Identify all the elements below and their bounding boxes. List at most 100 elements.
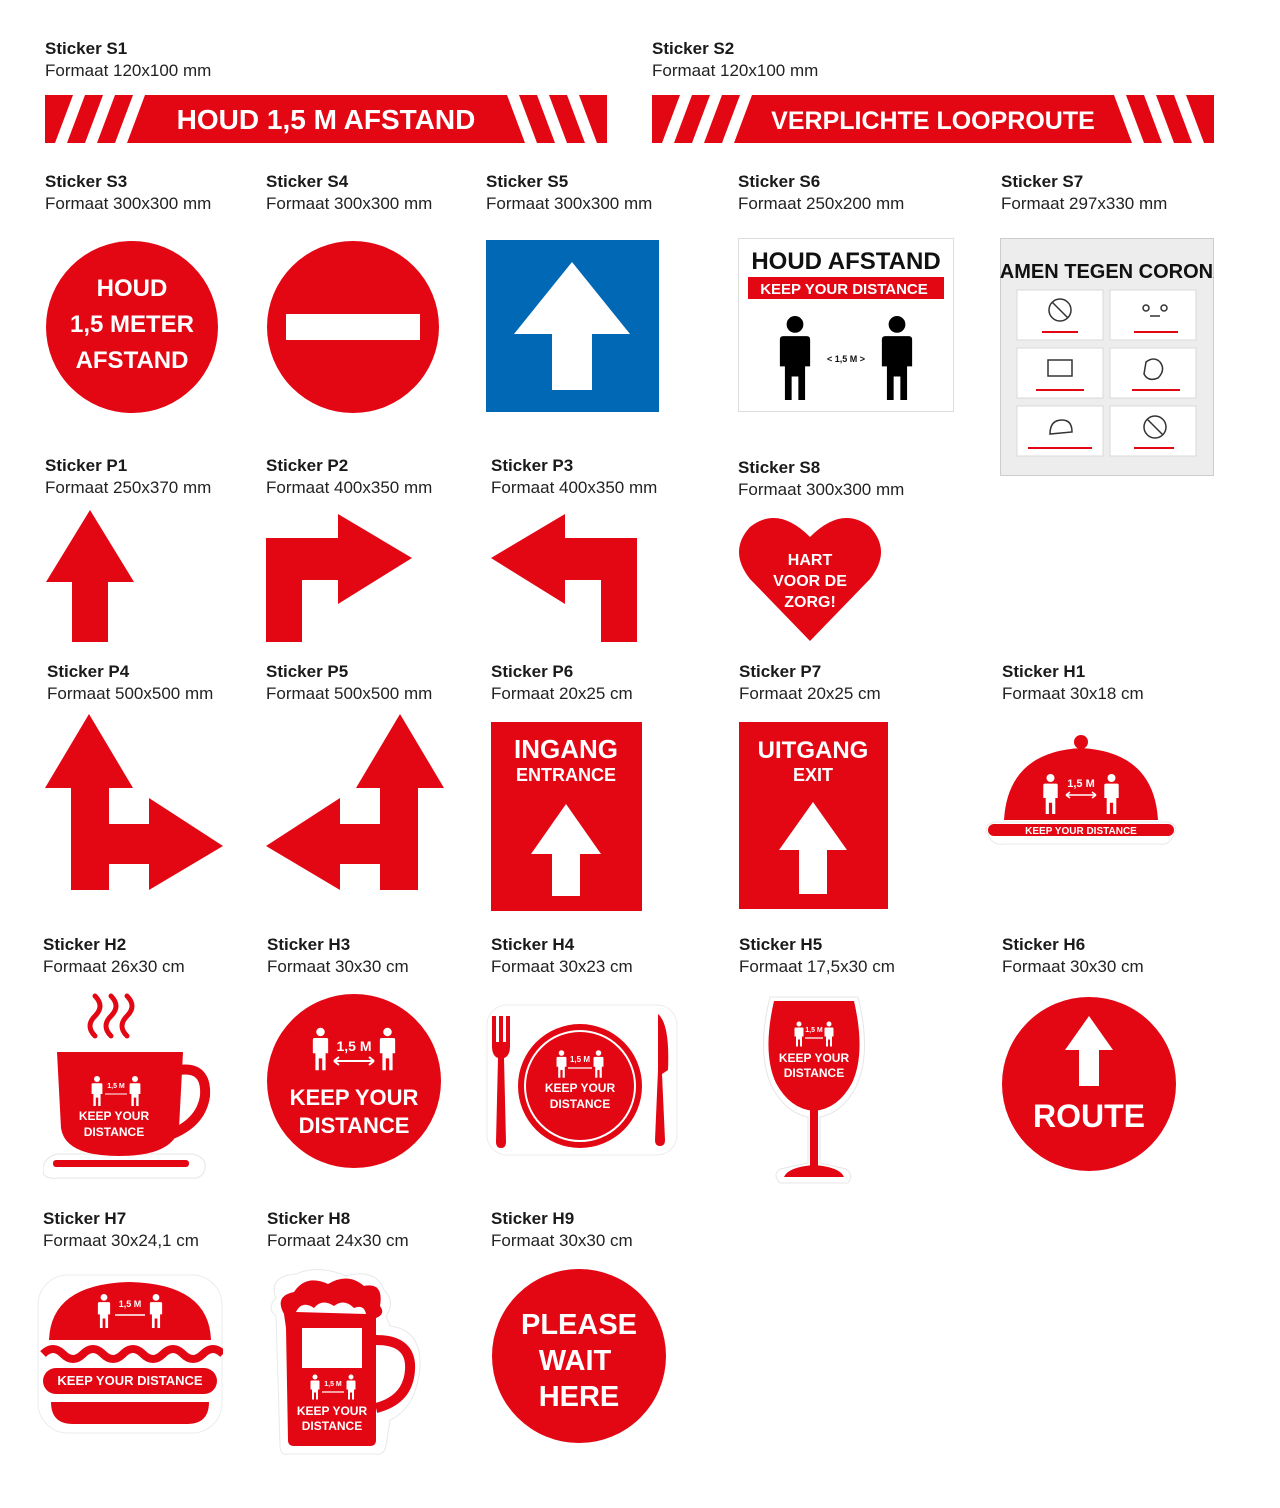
- sticker-name: Sticker P3: [491, 456, 574, 475]
- sticker-format: Formaat 297x330 mm: [1001, 194, 1168, 213]
- sticker-format: Formaat 17,5x30 cm: [739, 957, 895, 976]
- svg-text:HOUD: HOUD: [97, 275, 168, 302]
- sticker-format: Formaat 24x30 cm: [267, 1231, 409, 1250]
- sticker-format: Formaat 120x100 mm: [45, 61, 212, 80]
- svg-text:DISTANCE: DISTANCE: [550, 1097, 610, 1111]
- sticker-name: Sticker H5: [739, 935, 823, 954]
- sticker-format: Formaat 30x18 cm: [1002, 684, 1144, 703]
- svg-text:DISTANCE: DISTANCE: [299, 1113, 410, 1138]
- cloche-icon: 1,5 M KEEP YOUR DISTANCE: [985, 735, 1177, 845]
- sticker-h3-circle: 1,5 M KEEP YOUR DISTANCE: [267, 994, 441, 1168]
- sticker-format: Formaat 26x30 cm: [43, 957, 185, 976]
- svg-text:KEEP YOUR: KEEP YOUR: [290, 1085, 419, 1110]
- sticker-format: Formaat 30x30 cm: [491, 1231, 633, 1250]
- sticker-name: Sticker P1: [45, 456, 128, 475]
- sticker-name: Sticker S6: [738, 172, 821, 191]
- svg-text:< 1,5 M >: < 1,5 M >: [827, 354, 865, 364]
- svg-text:KEEP YOUR: KEEP YOUR: [79, 1109, 150, 1123]
- sticker-name: Sticker S8: [738, 458, 821, 477]
- svg-text:PLEASE: PLEASE: [521, 1309, 637, 1341]
- sticker-s5: Sticker S5 Formaat 300x300 mm: [486, 171, 652, 215]
- svg-text:HOUD AFSTAND: HOUD AFSTAND: [751, 248, 940, 275]
- svg-text:INGANG: INGANG: [514, 734, 618, 764]
- svg-text:1,5 M: 1,5 M: [107, 1083, 125, 1090]
- sticker-h8: Sticker H8 Formaat 24x30 cm: [267, 1208, 409, 1252]
- sticker-format: Formaat 250x200 mm: [738, 194, 905, 213]
- sticker-format: Formaat 30x24,1 cm: [43, 1231, 199, 1250]
- svg-text:1,5 M: 1,5 M: [805, 1027, 823, 1034]
- svg-text:KEEP YOUR DISTANCE: KEEP YOUR DISTANCE: [760, 281, 928, 298]
- sticker-format: Formaat 300x300 mm: [486, 194, 653, 213]
- sticker-h1: Sticker H1 Formaat 30x18 cm: [1002, 661, 1144, 705]
- sticker-name: Sticker P2: [266, 456, 349, 475]
- sticker-s2-banner: VERPLICHTE LOOPROUTE: [652, 95, 1214, 143]
- sticker-h7: Sticker H7 Formaat 30x24,1 cm: [43, 1208, 199, 1252]
- sticker-format: Formaat 300x300 mm: [45, 194, 212, 213]
- arrow-turn-right-icon: [266, 514, 412, 642]
- svg-text:1,5 M: 1,5 M: [324, 1381, 342, 1388]
- svg-text:KEEP YOUR: KEEP YOUR: [545, 1081, 616, 1095]
- sticker-h3: Sticker H3 Formaat 30x30 cm: [267, 934, 409, 978]
- sticker-name: Sticker P4: [47, 662, 130, 681]
- sticker-name: Sticker S4: [266, 172, 349, 191]
- svg-text:KEEP YOUR: KEEP YOUR: [779, 1051, 850, 1065]
- sticker-s7: Sticker S7 Formaat 297x330 mm: [1001, 171, 1167, 215]
- banner-text: VERPLICHTE LOOPROUTE: [771, 107, 1095, 135]
- sticker-p6-sign: INGANG ENTRANCE: [491, 722, 642, 911]
- svg-text:1,5 M: 1,5 M: [336, 1038, 371, 1054]
- svg-text:AFSTAND: AFSTAND: [76, 347, 189, 374]
- sticker-h5: Sticker H5 Formaat 17,5x30 cm: [739, 934, 895, 978]
- sticker-s7-poster: SAMEN TEGEN CORONA: [1000, 238, 1214, 476]
- arrow-split-right-icon: [45, 714, 223, 890]
- heart-icon: HART VOOR DE ZORG!: [739, 518, 881, 641]
- banner-text: HOUD 1,5 M AFSTAND: [177, 104, 476, 135]
- svg-text:DISTANCE: DISTANCE: [302, 1419, 362, 1433]
- sticker-name: Sticker H6: [1002, 935, 1086, 954]
- sticker-p3: Sticker P3 Formaat 400x350 mm: [491, 455, 657, 499]
- svg-text:DISTANCE: DISTANCE: [84, 1125, 144, 1139]
- svg-text:1,5 METER: 1,5 METER: [70, 311, 194, 338]
- sticker-name: Sticker S2: [652, 39, 735, 58]
- svg-text:1,5 M: 1,5 M: [119, 1299, 142, 1309]
- wine-glass-icon: 1,5 M KEEP YOUR DISTANCE: [763, 996, 865, 1184]
- arrow-split-left-icon: [266, 714, 444, 890]
- sticker-h9-circle: PLEASE WAIT HERE: [492, 1269, 666, 1443]
- svg-text:ROUTE: ROUTE: [1033, 1098, 1145, 1134]
- sticker-name: Sticker S5: [486, 172, 569, 191]
- sticker-h6: Sticker H6 Formaat 30x30 cm: [1002, 934, 1144, 978]
- burger-icon: 1,5 M KEEP YOUR DISTANCE: [37, 1274, 223, 1434]
- sticker-p5: Sticker P5 Formaat 500x500 mm: [266, 661, 432, 705]
- sticker-name: Sticker P6: [491, 662, 574, 681]
- sticker-p1: Sticker P1 Formaat 250x370 mm: [45, 455, 211, 499]
- svg-text:1,5 M: 1,5 M: [570, 1055, 590, 1064]
- sticker-s8: Sticker S8 Formaat 300x300 mm: [738, 457, 904, 501]
- sticker-s2: Sticker S2 Formaat 120x100 mm: [652, 38, 818, 82]
- sticker-format: Formaat 300x300 mm: [266, 194, 433, 213]
- sticker-p7-sign: UITGANG EXIT: [739, 722, 888, 909]
- sticker-format: Formaat 20x25 cm: [739, 684, 881, 703]
- plate-cutlery-icon: 1,5 M KEEP YOUR DISTANCE: [486, 1004, 678, 1156]
- sticker-name: Sticker H1: [1002, 662, 1086, 681]
- sticker-s6-sign: HOUD AFSTAND KEEP YOUR DISTANCE < 1,5 M …: [738, 238, 954, 412]
- sticker-name: Sticker S3: [45, 172, 128, 191]
- svg-text:SAMEN TEGEN CORONA: SAMEN TEGEN CORONA: [1000, 261, 1214, 283]
- sticker-format: Formaat 400x350 mm: [491, 478, 658, 497]
- sticker-p6: Sticker P6 Formaat 20x25 cm: [491, 661, 633, 705]
- sticker-format: Formaat 30x30 cm: [267, 957, 409, 976]
- sticker-name: Sticker P7: [739, 662, 822, 681]
- svg-text:KEEP YOUR: KEEP YOUR: [297, 1404, 368, 1418]
- svg-text:DISTANCE: DISTANCE: [784, 1066, 844, 1080]
- svg-text:WAIT: WAIT: [539, 1345, 612, 1377]
- no-entry-icon: [267, 241, 439, 413]
- svg-text:ENTRANCE: ENTRANCE: [516, 765, 616, 785]
- arrow-up-icon: [46, 510, 134, 642]
- sticker-name: Sticker S7: [1001, 172, 1084, 191]
- sticker-format: Formaat 20x25 cm: [491, 684, 633, 703]
- sticker-name: Sticker H7: [43, 1209, 127, 1228]
- sticker-name: Sticker H8: [267, 1209, 351, 1228]
- sticker-name: Sticker H2: [43, 935, 127, 954]
- beer-mug-icon: 1,5 M KEEP YOUR DISTANCE: [270, 1269, 421, 1455]
- sticker-format: Formaat 500x500 mm: [266, 684, 433, 703]
- sticker-name: Sticker H3: [267, 935, 351, 954]
- svg-text:EXIT: EXIT: [793, 765, 833, 785]
